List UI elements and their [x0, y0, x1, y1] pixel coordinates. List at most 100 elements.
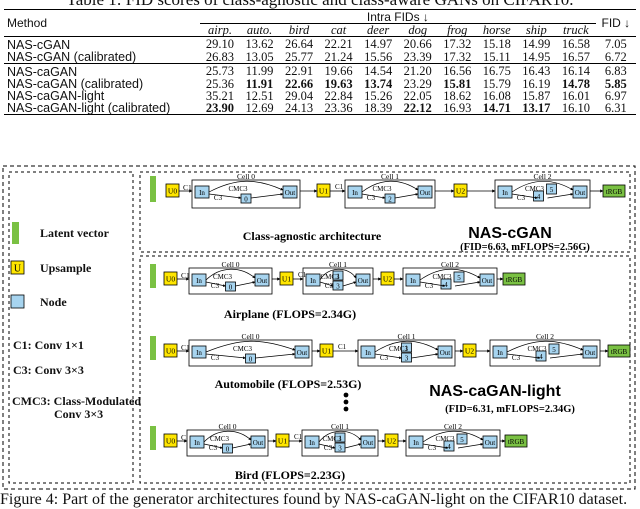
fid-cell: 11.91 [245, 77, 274, 91]
fid-cell: 15.56 [364, 50, 393, 64]
node-5-label: 5 [552, 346, 556, 354]
edge [205, 353, 246, 360]
fid-cell: 26.83 [205, 50, 235, 64]
ellipsis-dot [343, 406, 349, 412]
c1-label: C1 [181, 271, 190, 280]
cmc3-label: CMC3 [389, 345, 409, 353]
upsample-icon-glyph: U [14, 264, 22, 275]
fid-cell: 23.36 [324, 101, 353, 115]
node-4-label: 4 [444, 281, 448, 289]
node-in-label: In [502, 189, 508, 197]
fid-cell: 22.21 [324, 37, 353, 51]
c1-label: C1 [183, 183, 192, 192]
node-out-label: Out [363, 439, 374, 447]
legend-upsample-label: Upsample [40, 261, 92, 275]
node-4 [533, 190, 544, 202]
fid-cell: 15.11 [482, 50, 511, 64]
edge [235, 281, 256, 287]
fid-cell: 15.81 [443, 77, 472, 91]
nas-cgan-title: NAS-cGAN [468, 225, 552, 242]
class-header: airp. [207, 23, 232, 37]
intra-fid-header: Intra FIDs ↓ [200, 9, 596, 24]
node-in-label: In [309, 439, 315, 447]
nas-cgan-fid: (FID=6.63, mFLOPS=2.56G) [460, 242, 590, 253]
node-in-label: In [194, 439, 200, 447]
latent-vector-icon [12, 222, 19, 244]
node-out [482, 435, 498, 449]
node-in-label: In [199, 189, 205, 197]
edge [547, 192, 574, 199]
cell-title: Cell 2 [444, 422, 462, 431]
fid-cell: 23.39 [403, 50, 432, 64]
outer-frame [2, 165, 636, 490]
cgan-frame [139, 171, 631, 253]
edge [422, 430, 484, 443]
node-out [360, 435, 376, 449]
edge [203, 443, 223, 449]
class-header: dog [408, 23, 428, 37]
fid-cell: 15.18 [482, 37, 511, 51]
node-out [417, 185, 433, 199]
fid-cell: 15.87 [522, 89, 551, 103]
fid-cell: 19.66 [324, 64, 353, 78]
method-cell: NAS-cGAN [7, 38, 71, 52]
cmc3-label: CMC3 [372, 185, 392, 193]
node-out [250, 435, 266, 449]
fid-cell: 16.19 [522, 77, 551, 91]
fid-cell: 29.10 [205, 37, 235, 51]
fid-cell: 25.73 [205, 64, 235, 78]
edge [374, 340, 439, 353]
fid-cell: 16.43 [522, 64, 551, 78]
edge [511, 193, 538, 200]
node-1 [332, 270, 344, 281]
upsample-icon [10, 260, 25, 275]
node-n0-label: 0 [226, 446, 230, 454]
fid-cell: 16.08 [482, 89, 511, 103]
node-in-label: In [352, 189, 358, 197]
node-out-label: Out [440, 349, 451, 357]
cell-title: Cell 2 [441, 260, 459, 269]
to-rgb-label: tRGB [508, 438, 525, 446]
node-4 [535, 350, 547, 362]
cell-title: Cell 1 [329, 260, 347, 269]
c1-label: C1 [181, 343, 190, 352]
class-header: auto. [246, 23, 273, 37]
node-out [479, 273, 495, 287]
c3-label: C3 [425, 282, 434, 290]
upsample-u0-label: U0 [166, 347, 175, 356]
latent-vector [150, 264, 156, 288]
node-in-label: In [365, 349, 371, 357]
overall-fid-cell: 6.83 [604, 64, 627, 78]
edge [394, 193, 419, 199]
fid-cell: 25.77 [285, 50, 314, 64]
fid-cell: 16.10 [561, 101, 590, 115]
fid-cell: 23.29 [403, 77, 432, 91]
cmc3-label: CMC3 [233, 345, 253, 353]
upsample-u0 [163, 433, 178, 448]
method-cell: NAS-caGAN (calibrated) [7, 77, 144, 91]
node-1 [334, 432, 346, 443]
edge [250, 192, 284, 199]
node-out-label: Out [358, 277, 369, 285]
c3-label: C3 [325, 282, 334, 290]
latent-vector [150, 426, 156, 450]
method-header: Method [4, 9, 201, 37]
to-rgb-label: tRGB [611, 348, 628, 356]
overall-fid-cell: 7.05 [604, 37, 627, 51]
node-5 [453, 271, 465, 283]
cmc3-label: CMC3 [210, 435, 230, 443]
node-5 [456, 433, 468, 445]
node-in-label: In [410, 277, 416, 285]
fid-cell: 16.14 [561, 64, 590, 78]
fid-cell: 18.39 [364, 101, 393, 115]
to-rgb-label: tRGB [606, 188, 623, 196]
node-out [282, 185, 298, 199]
fid-table: Method Intra FIDs ↓ FID ↓ airp.auto.bird… [4, 9, 636, 115]
c3-label: C3 [211, 282, 220, 290]
node-3-label: 3 [405, 355, 409, 363]
fid-cell: 13.62 [245, 37, 274, 51]
fid-cell: 14.99 [522, 37, 551, 51]
